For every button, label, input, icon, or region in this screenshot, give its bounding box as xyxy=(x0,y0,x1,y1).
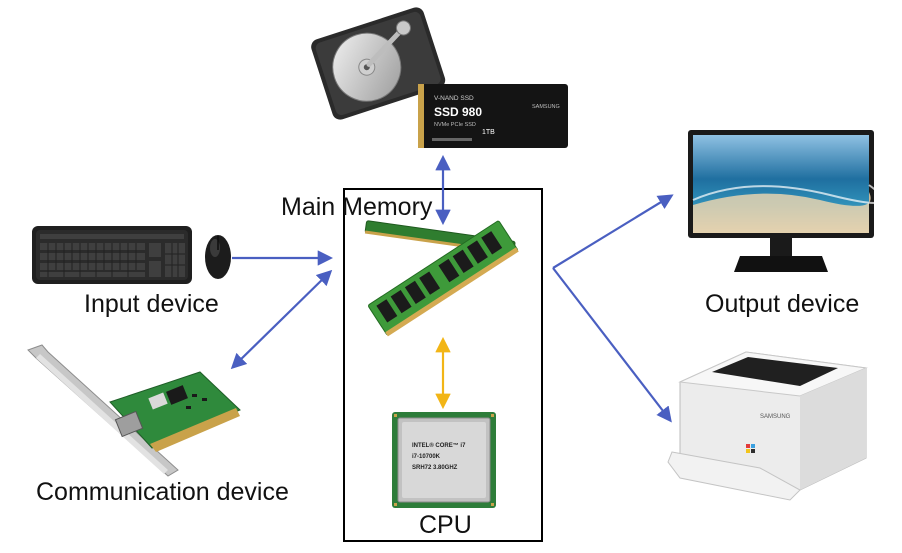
mouse-icon xyxy=(205,235,231,279)
ssd-model: SSD 980 xyxy=(434,105,482,119)
ssd-capacity: 1TB xyxy=(482,129,495,136)
network-card-icon xyxy=(27,344,241,477)
arrow-memory-to-output xyxy=(552,194,674,269)
cpu-spec-line: SRH72 3.80GHZ xyxy=(412,465,458,471)
arrow-memory-to-printer xyxy=(552,267,672,423)
cpu-chip-icon: INTEL® CORE™ i7 i7-10700K SRH72 3.80GHZ xyxy=(392,412,496,508)
communication-device-label: Communication device xyxy=(36,478,289,506)
input-device-label: Input device xyxy=(84,290,219,318)
main-memory-label: Main Memory xyxy=(281,193,433,221)
ssd-maker: SAMSUNG xyxy=(532,104,560,110)
output-device-label: Output device xyxy=(705,290,860,318)
cpu-label: CPU xyxy=(419,511,472,539)
printer-icon: SAMSUNG xyxy=(667,351,868,501)
ssd-interface: NVMe PCIe SSD xyxy=(434,122,476,128)
printer-maker: SAMSUNG xyxy=(760,414,791,420)
ssd-brand-line: V-NAND SSD xyxy=(434,95,474,102)
monitor-icon xyxy=(688,130,884,272)
hard-disk-icon xyxy=(311,7,446,120)
cpu-model-line: i7-10700K xyxy=(412,454,441,460)
arrow-communication-memory xyxy=(230,269,333,370)
cpu-brand-line: INTEL® CORE™ i7 xyxy=(412,442,466,449)
ssd-icon: V-NAND SSD SSD 980 NVMe PCIe SSD 1TB SAM… xyxy=(418,84,568,148)
ram-module-icon xyxy=(364,220,519,337)
keyboard-icon xyxy=(32,226,192,284)
printer-color-badge-icon xyxy=(746,444,755,453)
